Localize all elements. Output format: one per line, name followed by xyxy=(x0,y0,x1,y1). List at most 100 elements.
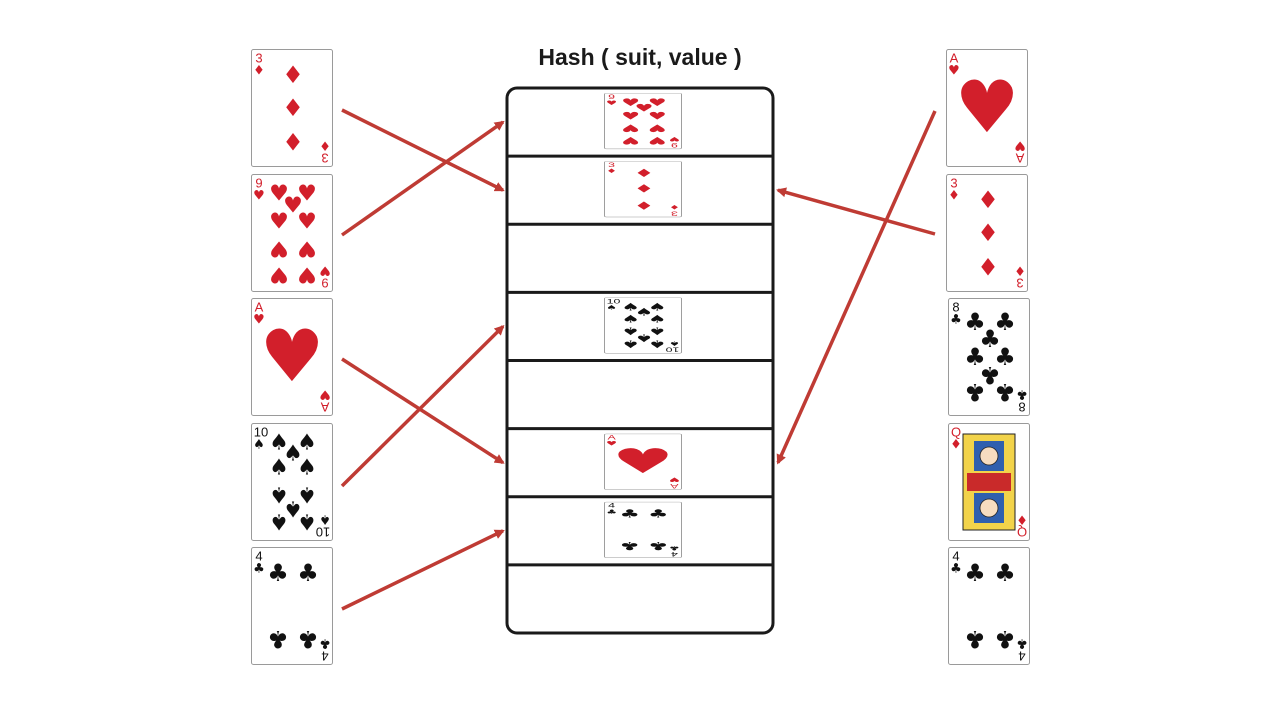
spades-icon: ♠ xyxy=(253,438,265,453)
clubs-icon: ♣ xyxy=(964,625,986,653)
bucket-card-1: 3♦3♦♦♦♦ xyxy=(604,161,682,218)
bucket-6: 4♣4♣♣♣♣♣ xyxy=(604,501,682,558)
hearts-icon: ♥ xyxy=(669,135,680,142)
spades-icon: ♠ xyxy=(648,301,667,313)
hearts-icon: ♥ xyxy=(269,210,289,235)
clubs-icon: ♣ xyxy=(267,559,289,587)
spades-icon: ♠ xyxy=(669,340,680,347)
spades-icon: ♠ xyxy=(635,332,654,344)
card-rank-label: 4 xyxy=(952,549,959,564)
diamonds-icon: ♦ xyxy=(977,252,999,280)
card-rank-label: A xyxy=(950,51,959,66)
card-rank-label: 3 xyxy=(255,51,262,66)
clubs-icon: ♣ xyxy=(619,539,639,552)
card-rank-label: A xyxy=(670,482,679,489)
clubs-icon: ♣ xyxy=(979,325,1001,353)
diamonds-icon: ♦ xyxy=(634,198,654,211)
mapping-arrow-2 xyxy=(341,357,505,465)
bucket-card-0: 9♥9♥♥♥♥♥♥♥♥♥♥ xyxy=(604,93,682,150)
left-card-1: 9♥9♥♥♥♥♥♥♥♥♥♥ xyxy=(251,174,333,292)
hearts-icon: ♥ xyxy=(621,135,640,147)
queen-face xyxy=(979,446,999,466)
hash-table: 9♥9♥♥♥♥♥♥♥♥♥♥3♦3♦♦♦♦10♠10♠♠♠♠♠♠♠♠♠♠♠A♥A♥… xyxy=(505,86,775,635)
hearts-icon: ♥ xyxy=(297,236,317,261)
card-rank-label: A xyxy=(320,400,329,415)
clubs-icon: ♣ xyxy=(619,508,639,521)
card-rank-label: 10 xyxy=(607,298,621,305)
card-face xyxy=(604,93,682,150)
spades-icon: ♠ xyxy=(269,509,289,534)
clubs-icon: ♣ xyxy=(964,378,986,406)
spades-icon: ♠ xyxy=(297,431,317,456)
card-face xyxy=(604,501,682,558)
card-rank-label: A xyxy=(607,434,616,441)
diamonds-icon: ♦ xyxy=(319,138,331,153)
diamonds-icon: ♦ xyxy=(634,167,654,180)
diamonds-icon: ♦ xyxy=(606,168,617,175)
hearts-icon: ♥ xyxy=(648,97,667,109)
hearts-icon: ♥ xyxy=(269,182,289,207)
card-rank-label: Q xyxy=(951,425,961,440)
clubs-icon: ♣ xyxy=(964,559,986,587)
clubs-icon: ♣ xyxy=(950,313,962,328)
clubs-icon: ♣ xyxy=(606,509,617,516)
clubs-icon: ♣ xyxy=(964,308,986,336)
spades-icon: ♠ xyxy=(283,442,303,467)
card-rank-label: 4 xyxy=(608,503,616,510)
spades-icon: ♠ xyxy=(621,301,640,313)
spades-icon: ♠ xyxy=(648,338,667,350)
hearts-icon: ♥ xyxy=(260,314,325,398)
clubs-icon: ♣ xyxy=(648,508,668,521)
card-rank-label: 3 xyxy=(950,176,957,191)
bucket-card-3: 10♠10♠♠♠♠♠♠♠♠♠♠♠ xyxy=(604,297,682,354)
bucket-card-5: A♥A♥♥ xyxy=(604,433,682,490)
clubs-icon: ♣ xyxy=(994,343,1016,371)
spades-icon: ♠ xyxy=(621,325,640,337)
hearts-icon: ♥ xyxy=(253,189,265,204)
diamonds-icon: ♦ xyxy=(977,186,999,214)
mapping-arrow-6 xyxy=(776,187,936,236)
left-card-column: 3♦3♦♦♦♦9♥9♥♥♥♥♥♥♥♥♥♥A♥A♥♥10♠10♠♠♠♠♠♠♠♠♠♠… xyxy=(251,49,333,665)
mapping-arrow-3 xyxy=(340,325,505,488)
clubs-icon: ♣ xyxy=(297,559,319,587)
hearts-icon: ♥ xyxy=(635,102,654,114)
hearts-icon: ♥ xyxy=(669,476,680,483)
diamonds-icon: ♦ xyxy=(669,203,680,210)
mapping-arrows xyxy=(340,108,937,611)
hearts-icon: ♥ xyxy=(1014,138,1026,153)
card-face xyxy=(251,174,333,292)
card-rank-label: 4 xyxy=(670,550,678,557)
hearts-icon: ♥ xyxy=(269,236,289,261)
card-rank-label: 4 xyxy=(1018,649,1025,664)
card-rank-label: 8 xyxy=(952,300,959,315)
diamonds-icon: ♦ xyxy=(634,183,654,196)
card-rank-label: 9 xyxy=(608,94,615,101)
clubs-icon: ♣ xyxy=(994,559,1016,587)
hearts-icon: ♥ xyxy=(297,210,317,235)
card-rank-label: 9 xyxy=(671,141,678,148)
right-card-column: A♥A♥♥3♦3♦♦♦♦8♣8♣♣♣♣♣♣♣♣♣Q♦Q♦4♣4♣♣♣♣♣ xyxy=(946,49,1030,665)
clubs-icon: ♣ xyxy=(267,625,289,653)
spades-icon: ♠ xyxy=(635,306,654,318)
card-rank-label: 8 xyxy=(1018,400,1025,415)
card-face xyxy=(604,161,682,218)
left-card-3: 10♠10♠♠♠♠♠♠♠♠♠♠♠ xyxy=(251,423,333,541)
hearts-icon: ♥ xyxy=(283,194,303,219)
clubs-icon: ♣ xyxy=(648,539,668,552)
hearts-icon: ♥ xyxy=(621,97,640,109)
spades-icon: ♠ xyxy=(269,431,289,456)
card-face xyxy=(251,423,333,541)
spades-icon: ♠ xyxy=(648,325,667,337)
left-card-2: A♥A♥♥ xyxy=(251,298,333,416)
hash-table-frame xyxy=(505,86,775,635)
hearts-icon: ♥ xyxy=(955,65,1020,149)
clubs-icon: ♣ xyxy=(964,343,986,371)
clubs-icon: ♣ xyxy=(253,562,265,577)
card-rank-label: A xyxy=(1015,151,1024,166)
right-card-4: 4♣4♣♣♣♣♣ xyxy=(948,547,1030,665)
card-rank-label: 3 xyxy=(671,209,678,216)
right-card-1: 3♦3♦♦♦♦ xyxy=(946,174,1028,292)
spades-icon: ♠ xyxy=(283,496,303,521)
bucket-1: 3♦3♦♦♦♦ xyxy=(604,161,682,218)
